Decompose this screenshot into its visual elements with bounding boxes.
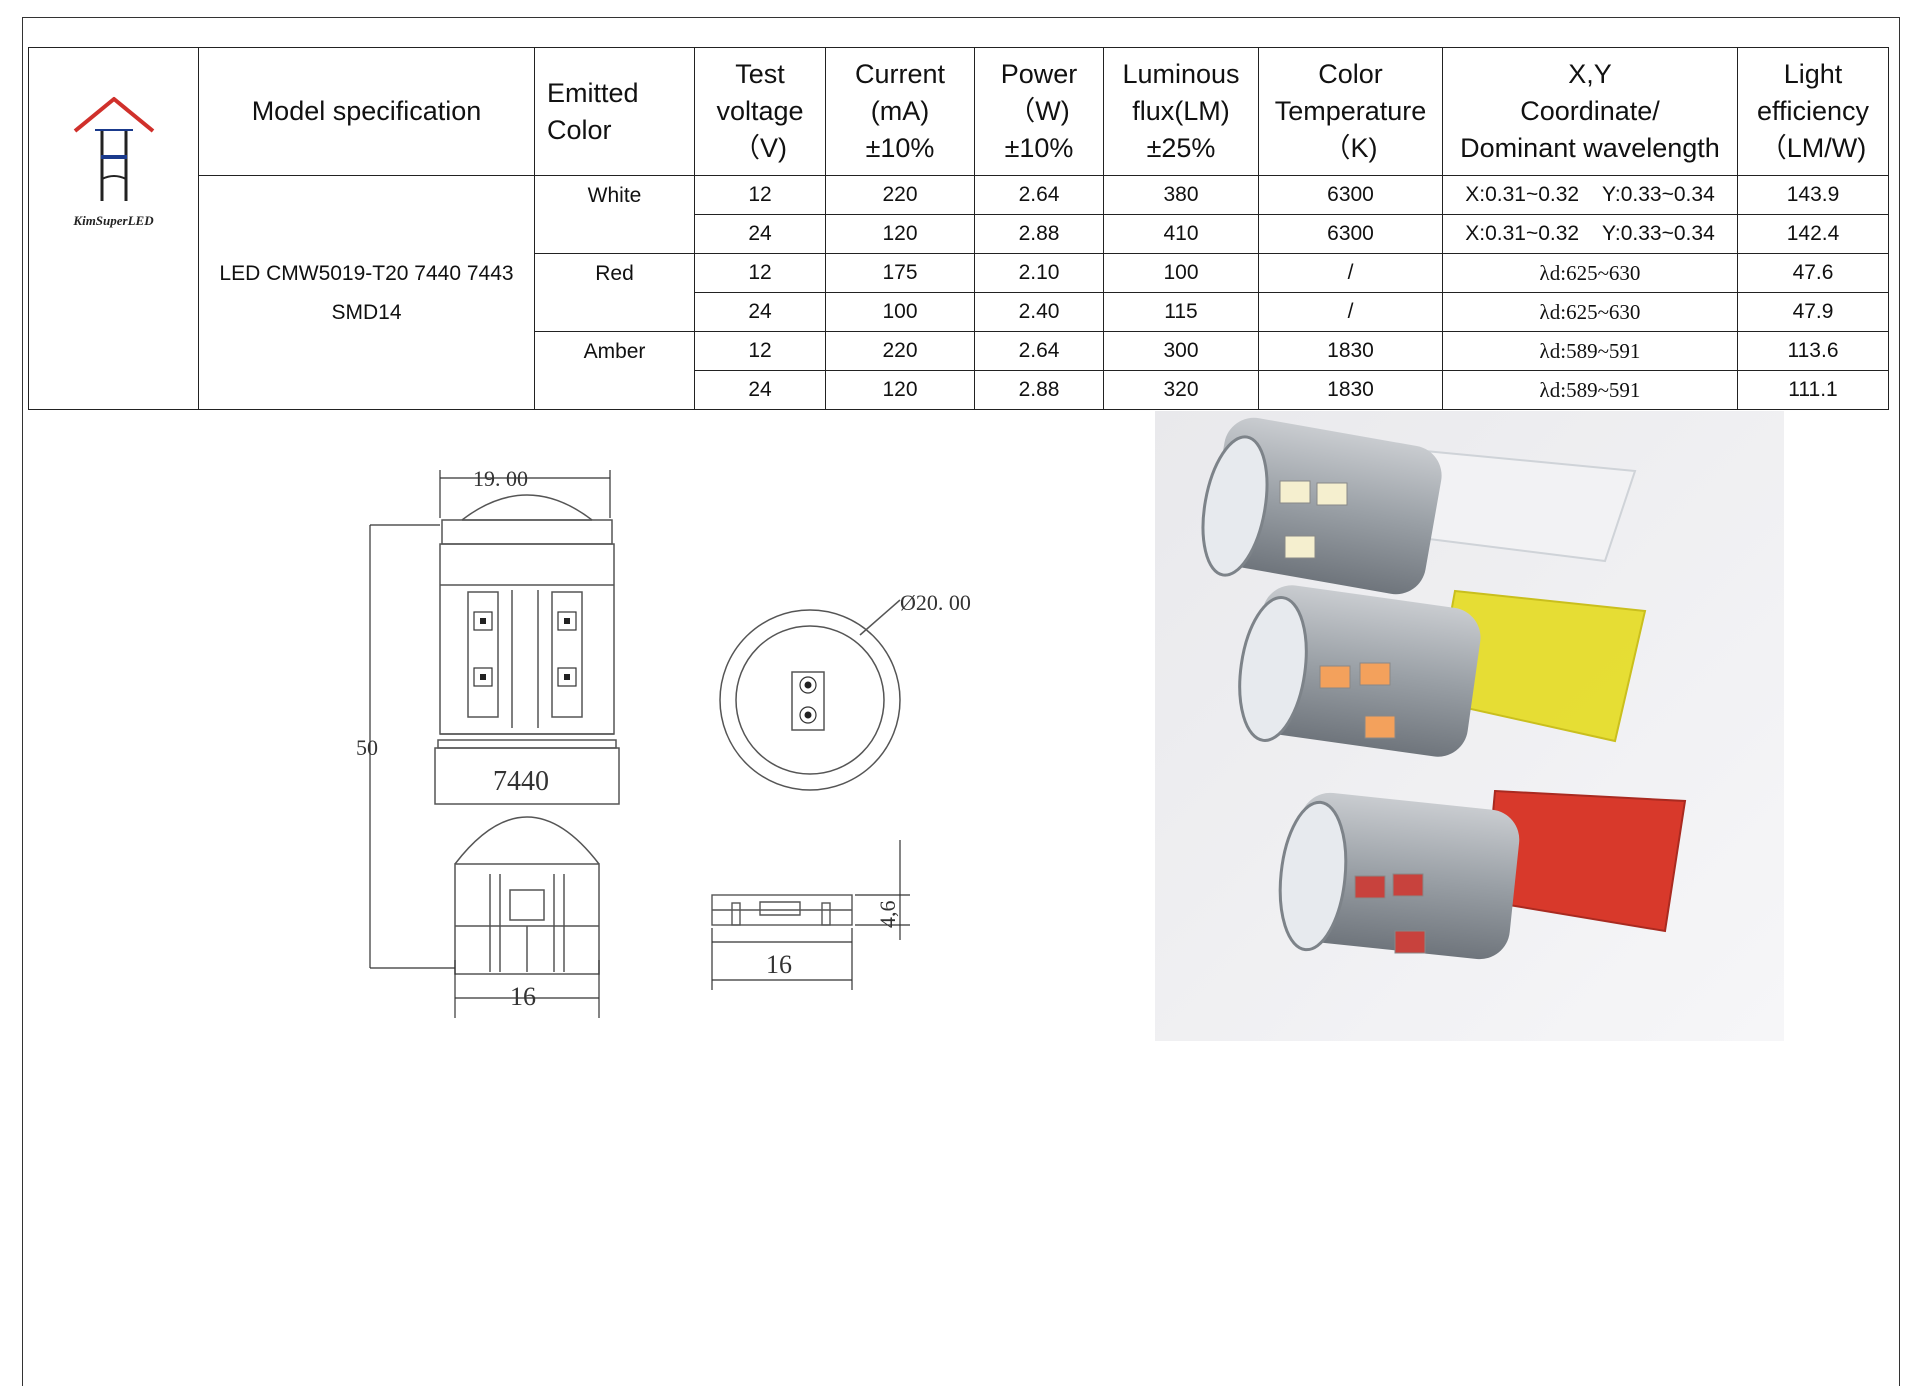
- logo-cell: KimSuperLED: [28, 47, 199, 410]
- cell-wavelength: λd:589~591: [1442, 331, 1738, 371]
- cell-voltage: 24: [694, 370, 826, 410]
- cell-voltage: 24: [694, 214, 826, 254]
- product-photo: [1155, 411, 1784, 1041]
- side-width-dimension: 16: [766, 950, 792, 979]
- color-cell-amber: Amber: [534, 331, 695, 410]
- amber-bulb: [1238, 585, 1647, 757]
- cell-voltage: 24: [694, 292, 826, 332]
- cell-efficiency: 113.6: [1737, 331, 1889, 371]
- cell-flux: 410: [1103, 214, 1259, 254]
- color-cell-red: Red: [534, 253, 695, 332]
- cell-xy: X:0.31~0.32 Y:0.33~0.34: [1442, 214, 1738, 254]
- cell-flux: 380: [1103, 175, 1259, 215]
- cell-voltage: 12: [694, 331, 826, 371]
- table-row: Red 12 175 2.10 100 / λd:625~630 47.6: [29, 253, 1889, 332]
- cell-voltage: 12: [694, 175, 826, 215]
- cell-flux: 320: [1103, 370, 1259, 410]
- brand-logo: KimSuperLED: [29, 93, 198, 229]
- house-logo-icon: [73, 97, 154, 201]
- table-row: 24 120 2.88 410 6300 X:0.31~0.32 Y:0.33~…: [29, 214, 1889, 254]
- side-height-dimension: 4,6: [875, 901, 900, 929]
- header-power: Power（W)±10%: [974, 47, 1104, 176]
- cell-efficiency: 142.4: [1737, 214, 1889, 254]
- cell-power: 2.64: [974, 331, 1104, 371]
- cell-flux: 100: [1103, 253, 1259, 293]
- cell-temperature: 1830: [1258, 370, 1443, 410]
- cell-voltage: 12: [694, 253, 826, 293]
- cell-power: 2.40: [974, 292, 1104, 332]
- cell-temperature: 6300: [1258, 175, 1443, 215]
- cell-power: 2.10: [974, 253, 1104, 293]
- cell-wavelength: λd:625~630: [1442, 253, 1738, 293]
- width-dimension: 19. 00: [473, 466, 528, 491]
- page-frame: [22, 17, 1900, 1386]
- table-row: Amber 12 220 2.64 300 1830 λd:589~591 11…: [29, 331, 1889, 410]
- cell-efficiency: 47.6: [1737, 253, 1889, 293]
- cell-temperature: 6300: [1258, 214, 1443, 254]
- diameter-dimension: Ø20. 00: [900, 590, 971, 615]
- cell-power: 2.64: [974, 175, 1104, 215]
- header-current: Current(mA)±10%: [825, 47, 975, 176]
- cell-current: 120: [825, 370, 975, 410]
- cell-efficiency: 143.9: [1737, 175, 1889, 215]
- cell-current: 220: [825, 331, 975, 371]
- cell-flux: 115: [1103, 292, 1259, 332]
- cell-xy: X:0.31~0.32 Y:0.33~0.34: [1442, 175, 1738, 215]
- cell-current: 175: [825, 253, 975, 293]
- cell-flux: 300: [1103, 331, 1259, 371]
- cell-current: 100: [825, 292, 975, 332]
- cell-temperature: 1830: [1258, 331, 1443, 371]
- header-model: Model specification: [198, 47, 535, 176]
- cell-current: 120: [825, 214, 975, 254]
- logo-text: KimSuperLED: [73, 213, 154, 228]
- cell-temperature: /: [1258, 292, 1443, 332]
- cell-wavelength: λd:625~630: [1442, 292, 1738, 332]
- table-row: 24 120 2.88 320 1830 λd:589~591 111.1: [29, 370, 1889, 410]
- cell-power: 2.88: [974, 370, 1104, 410]
- color-cell-white: White: [534, 175, 695, 254]
- red-bulb: [1278, 789, 1687, 960]
- cell-power: 2.88: [974, 214, 1104, 254]
- height-dimension: 50: [356, 735, 378, 760]
- cell-temperature: /: [1258, 253, 1443, 293]
- white-bulb: [1201, 417, 1637, 595]
- cell-wavelength: λd:589~591: [1442, 370, 1738, 410]
- cell-efficiency: 111.1: [1737, 370, 1889, 410]
- technical-drawing: 19. 00 50 7440 16 Ø20. 00 16 4,6: [356, 466, 971, 1018]
- model-label: 7440: [493, 766, 549, 797]
- cell-current: 220: [825, 175, 975, 215]
- base-width-dimension: 16: [510, 982, 536, 1011]
- cell-efficiency: 47.9: [1737, 292, 1889, 332]
